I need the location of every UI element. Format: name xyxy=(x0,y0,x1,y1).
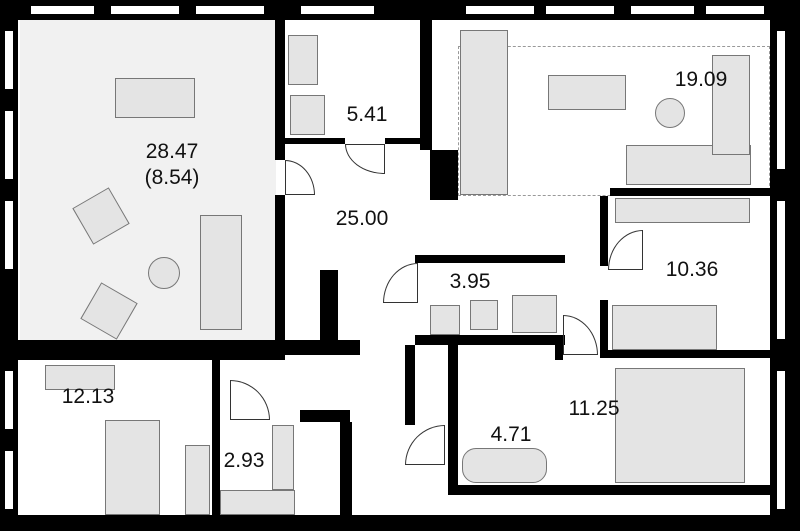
wardrobe xyxy=(185,445,210,515)
bed xyxy=(105,420,160,515)
wall xyxy=(600,350,770,358)
door-arc[interactable] xyxy=(345,144,385,174)
bed xyxy=(612,305,717,350)
window xyxy=(4,110,14,180)
wall xyxy=(340,422,352,515)
door-arc[interactable] xyxy=(285,160,315,195)
window xyxy=(195,5,265,15)
coffee-table xyxy=(655,98,685,128)
wardrobe xyxy=(272,425,294,490)
wall xyxy=(600,300,608,355)
room-sub-area: (8.54) xyxy=(144,166,200,189)
room-area-label: 5.41 xyxy=(346,103,388,126)
wall xyxy=(285,138,345,144)
door-arc[interactable] xyxy=(563,315,598,355)
window xyxy=(4,450,14,510)
desk xyxy=(45,365,115,390)
window xyxy=(465,5,535,15)
wall-bottom xyxy=(0,515,800,531)
room-area-label: 25.00 xyxy=(335,207,389,230)
room-area-label: 19.09 xyxy=(674,68,728,91)
window xyxy=(30,5,95,15)
wall xyxy=(320,270,338,350)
window xyxy=(776,370,786,510)
wardrobe xyxy=(220,490,295,515)
sofa-side xyxy=(712,55,750,155)
window xyxy=(110,5,180,15)
wardrobe xyxy=(615,198,750,223)
wall xyxy=(275,20,285,160)
wall xyxy=(415,255,565,263)
room-area-label: 11.25 xyxy=(568,397,620,420)
window xyxy=(705,5,765,15)
toilet xyxy=(470,300,498,330)
door-arc[interactable] xyxy=(383,263,418,303)
window xyxy=(4,200,14,270)
window xyxy=(630,5,695,15)
wardrobe xyxy=(288,35,318,85)
dining-table xyxy=(115,78,195,118)
wall xyxy=(600,196,608,266)
wall xyxy=(420,20,432,150)
wall xyxy=(430,150,458,200)
wall xyxy=(415,335,565,345)
door-arc[interactable] xyxy=(405,425,445,465)
bed xyxy=(615,368,745,483)
door-arc[interactable] xyxy=(230,380,270,420)
desk xyxy=(290,95,325,135)
window xyxy=(4,30,14,90)
window xyxy=(300,5,375,15)
room-area-label: 28.47 (8.54) xyxy=(145,139,200,191)
room-area-label: 3.95 xyxy=(449,270,491,293)
wall xyxy=(15,340,285,360)
wall xyxy=(555,340,563,360)
window xyxy=(4,370,14,430)
door-arc[interactable] xyxy=(608,230,643,270)
wall xyxy=(385,138,430,144)
shower xyxy=(512,295,557,333)
wall xyxy=(212,360,220,515)
sofa xyxy=(200,215,242,330)
wall xyxy=(610,188,770,196)
room-area-label: 10.36 xyxy=(665,258,719,281)
dining-table xyxy=(548,75,626,110)
wall xyxy=(405,345,415,425)
sink xyxy=(430,305,460,335)
room-area-label: 4.71 xyxy=(490,423,532,446)
wall xyxy=(448,345,458,495)
window xyxy=(545,5,615,15)
coffee-table xyxy=(148,257,180,289)
window xyxy=(776,30,786,170)
window xyxy=(776,200,786,340)
wall xyxy=(300,410,350,422)
kitchen-counter xyxy=(460,30,508,195)
room-area-label: 12.13 xyxy=(61,385,115,408)
wall xyxy=(275,195,285,345)
wall xyxy=(448,485,770,495)
bathtub xyxy=(462,448,547,483)
room-area-label: 2.93 xyxy=(223,449,265,472)
room-area: 28.47 xyxy=(145,140,199,163)
